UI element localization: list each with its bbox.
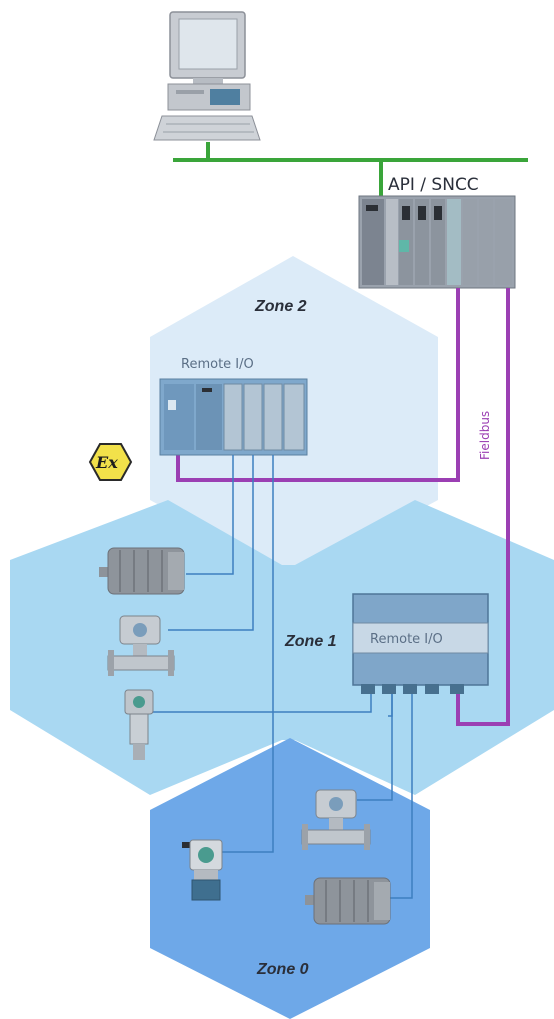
zone-0-area [150,738,430,1019]
remote-io-zone2-label: Remote I/O [181,357,254,372]
zone-0-label: Zone 0 [256,961,309,978]
fieldbus-cable [176,288,510,726]
zone-2-label: Zone 2 [254,298,307,315]
zone-1-label: Zone 1 [284,633,337,650]
remote-io-zone1-label: Remote I/O [370,632,443,647]
flowmeter-zone0-icon[interactable] [301,789,371,850]
remote-io-zone2-rack[interactable] [159,378,308,456]
controller-plc-rack[interactable] [358,195,516,289]
pressure-transmitter-zone1-icon[interactable] [124,689,154,760]
svg-text:Ex: Ex [95,453,118,472]
workstation-computer-icon[interactable] [153,11,261,141]
remote-io-zone1-box[interactable] [352,593,489,694]
motor-zone1-icon[interactable] [99,547,185,595]
flowmeter-zone1-icon[interactable] [107,615,175,676]
controller-label: API / SNCC [388,175,479,195]
ex-explosion-proof-icon: Ex [88,443,133,481]
fieldbus-label: Fieldbus [478,411,492,460]
signal-wires [152,455,413,899]
motor-zone0-icon[interactable] [305,877,391,925]
ethernet-network [173,142,528,196]
transmitter-zone0-icon[interactable] [182,839,223,901]
